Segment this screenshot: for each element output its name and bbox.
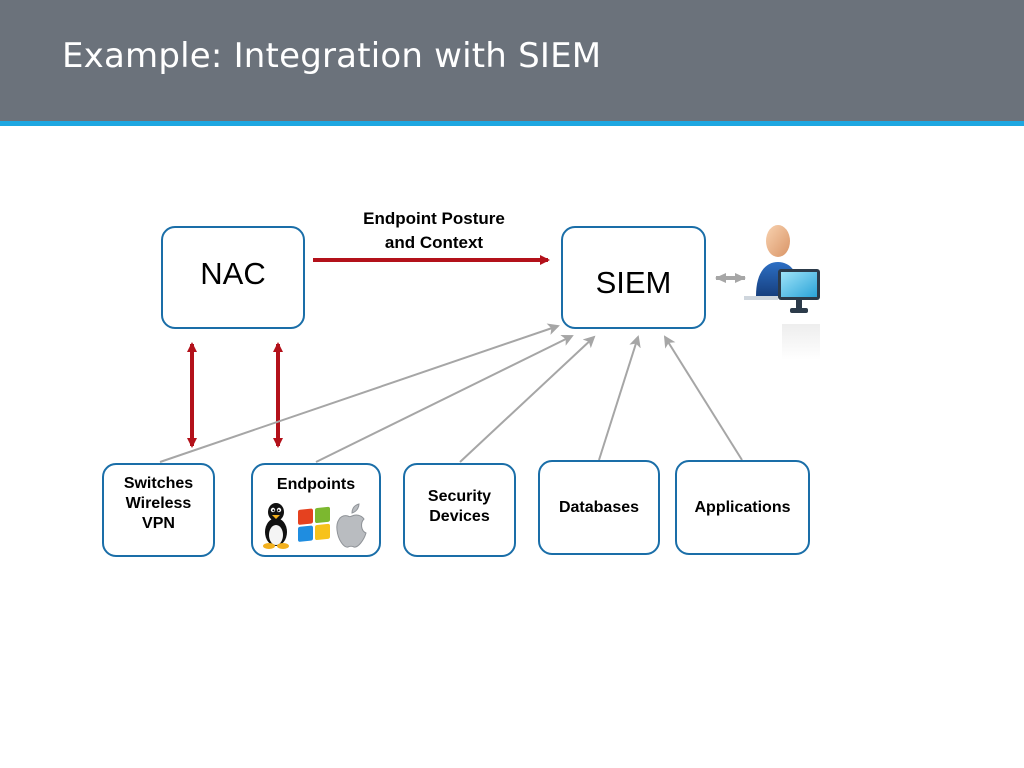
apple-logo-icon (336, 503, 367, 548)
nac-box: NAC (161, 226, 305, 329)
title-accent-rule (0, 121, 1024, 126)
siem-label: SIEM (595, 265, 672, 300)
databases-to-siem-arrow (598, 335, 641, 461)
siem-box: SIEM (561, 226, 706, 329)
switches-wireless-vpn-box: Switches Wireless VPN (102, 463, 215, 557)
linux-tux-icon (263, 503, 289, 549)
slide-title: Example: Integration with SIEM (62, 36, 602, 76)
switches-label: Switches Wireless VPN (123, 475, 194, 532)
databases-label: Databases (558, 498, 640, 516)
title-bar (0, 0, 1024, 121)
windows-logo-icon (298, 506, 330, 542)
databases-box: Databases (538, 460, 660, 555)
endpoints-to-siem-arrow (315, 335, 574, 463)
endpoints-label: Endpoints (276, 476, 356, 493)
nac-label: NAC (200, 256, 266, 291)
security-devices-box: Security Devices (403, 463, 516, 557)
applications-to-siem-arrow (663, 335, 743, 461)
security-to-siem-arrow (459, 335, 596, 463)
posture-flow-label: Endpoint Posture and Context (363, 209, 505, 252)
analyst-at-computer-icon (744, 225, 820, 360)
applications-box: Applications (675, 460, 810, 555)
applications-label: Applications (694, 498, 791, 516)
security-devices-label: Security Devices (427, 488, 492, 525)
switches-to-siem-arrow (159, 323, 560, 463)
os-icons (263, 503, 367, 549)
